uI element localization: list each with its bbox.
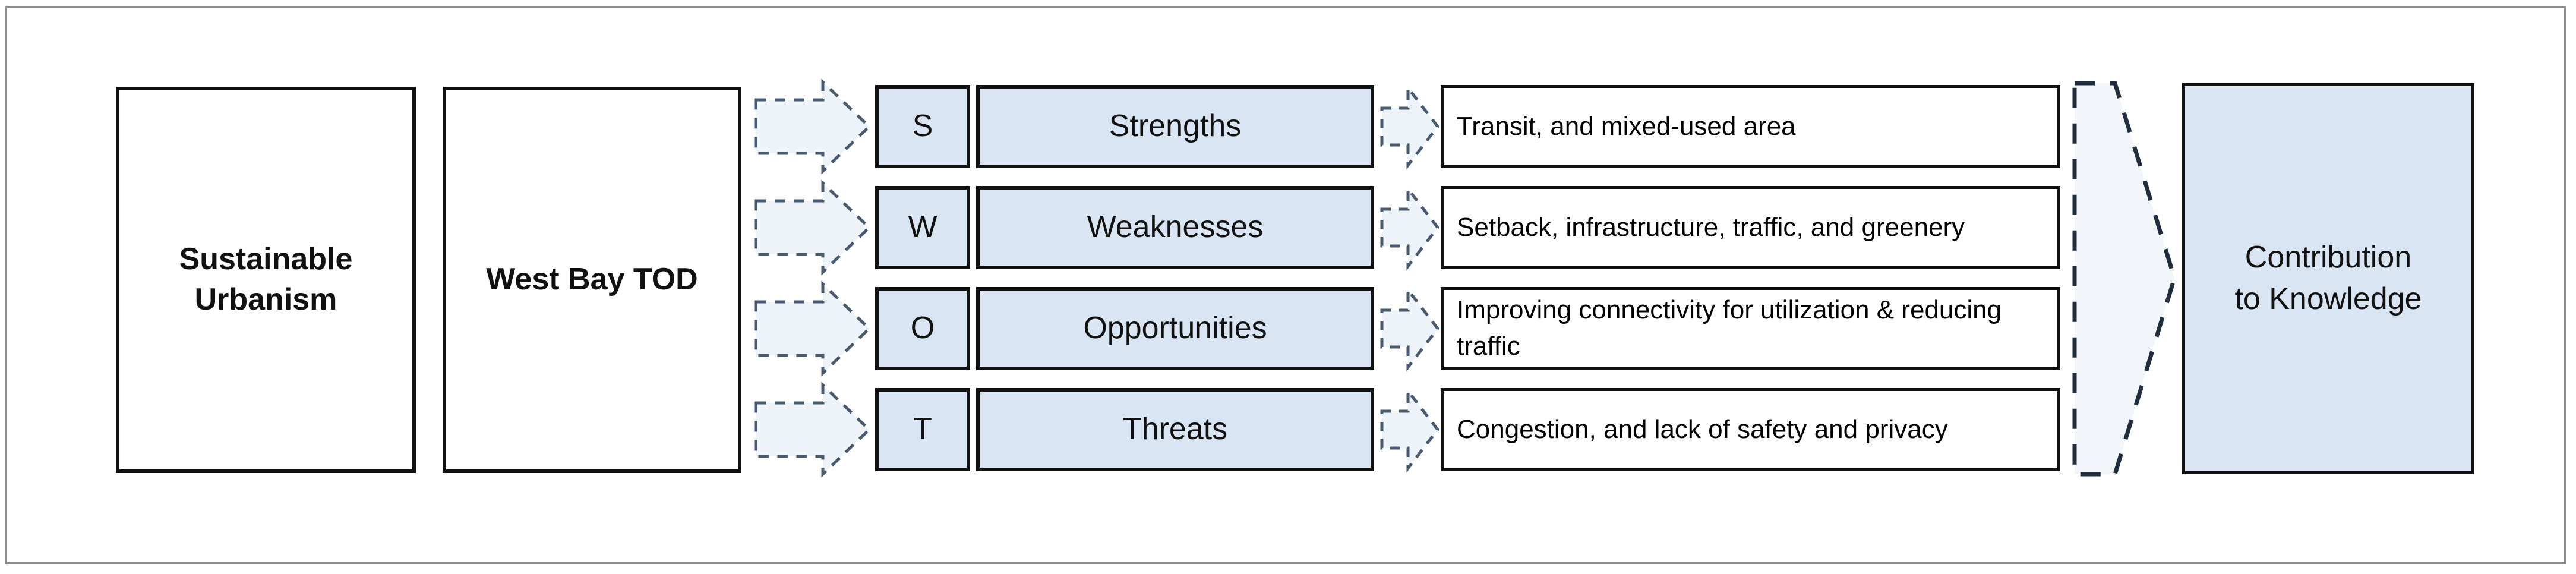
outcome-box-contribution-to-knowledge[interactable]: Contribution to Knowledge (2182, 83, 2474, 474)
case-box-west-bay-tod[interactable]: West Bay TOD (443, 87, 741, 473)
swot-label-weaknesses: Weaknesses (1087, 210, 1264, 245)
swot-description-box-threats[interactable]: Congestion, and lack of safety and priva… (1441, 388, 2060, 471)
concept-box-sustainable-urbanism[interactable]: Sustainable Urbanism (116, 87, 416, 473)
swot-label-box-threats[interactable]: Threats (976, 388, 1374, 471)
swot-description-weaknesses: Setback, infrastructure, traffic, and gr… (1457, 212, 1965, 242)
swot-description-opportunities: Improving connectivity for utilization &… (1457, 295, 2002, 361)
swot-description-box-strengths[interactable]: Transit, and mixed-used area (1441, 85, 2060, 168)
swot-letter-w: W (908, 210, 937, 245)
swot-letter-t: T (913, 412, 932, 447)
swot-label-box-weaknesses[interactable]: Weaknesses (976, 186, 1374, 269)
swot-letter-box-t[interactable]: T (875, 388, 970, 471)
swot-description-box-opportunities[interactable]: Improving connectivity for utilization &… (1441, 287, 2060, 370)
swot-letter-box-w[interactable]: W (875, 186, 970, 269)
concept-box-label: Sustainable Urbanism (179, 242, 353, 317)
swot-label-strengths: Strengths (1109, 109, 1242, 144)
swot-label-threats: Threats (1122, 412, 1228, 447)
case-box-label: West Bay TOD (486, 262, 698, 297)
swot-letter-o: O (910, 311, 935, 346)
swot-letter-s: S (912, 109, 933, 144)
swot-description-box-weaknesses[interactable]: Setback, infrastructure, traffic, and gr… (1441, 186, 2060, 269)
swot-label-opportunities: Opportunities (1083, 311, 1267, 346)
swot-letter-box-o[interactable]: O (875, 287, 970, 370)
swot-description-threats: Congestion, and lack of safety and priva… (1457, 414, 1948, 444)
swot-label-box-strengths[interactable]: Strengths (976, 85, 1374, 168)
outcome-box-label: Contribution to Knowledge (2234, 240, 2422, 316)
swot-description-strengths: Transit, and mixed-used area (1457, 111, 1796, 141)
swot-label-box-opportunities[interactable]: Opportunities (976, 287, 1374, 370)
swot-letter-box-s[interactable]: S (875, 85, 970, 168)
